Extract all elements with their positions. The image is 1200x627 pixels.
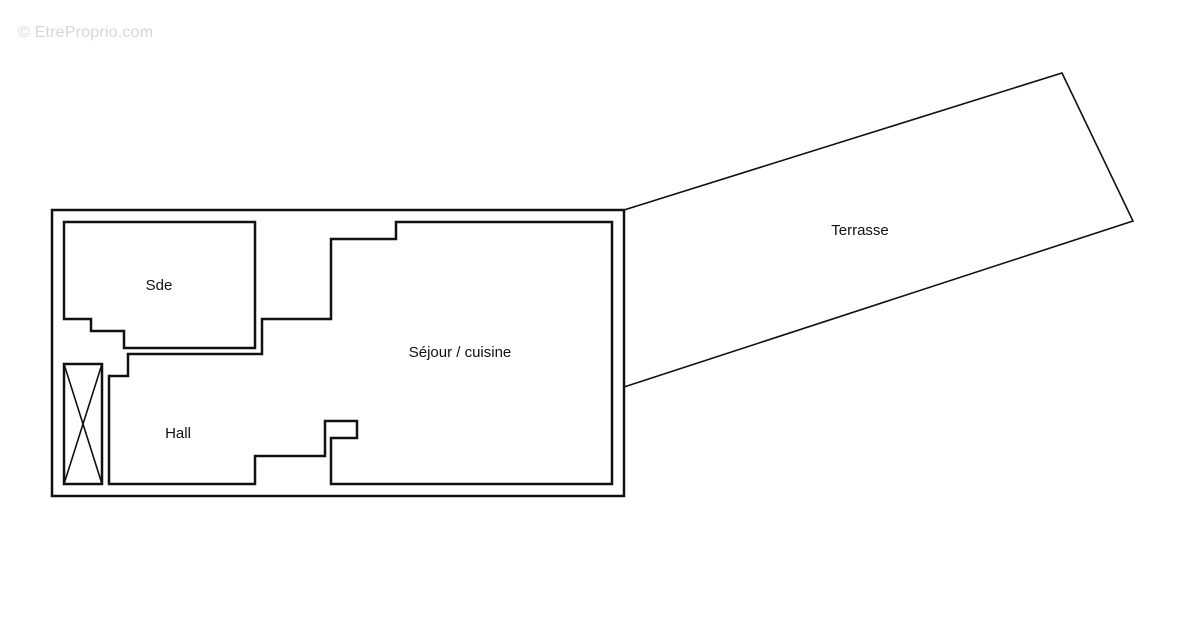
room-label-sde: Sde bbox=[146, 277, 173, 294]
cupboard-outline bbox=[62, 362, 104, 486]
terrace-outline bbox=[623, 72, 1135, 389]
room-label-terrasse: Terrasse bbox=[831, 222, 889, 239]
room-label-hall: Hall bbox=[165, 425, 191, 442]
sejour-room-outline bbox=[107, 220, 614, 486]
cupboard-cross-line bbox=[63, 363, 103, 485]
watermark-text: © EtreProprio.com bbox=[18, 24, 154, 41]
sde-room-outline bbox=[62, 220, 257, 350]
room-label-sejour: Séjour / cuisine bbox=[409, 344, 512, 361]
